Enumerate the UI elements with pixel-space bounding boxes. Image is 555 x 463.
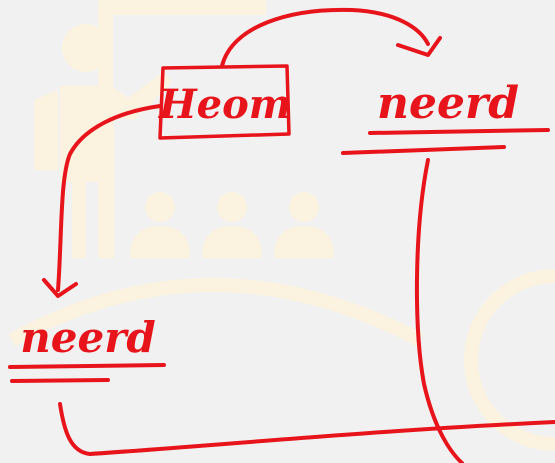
node-label-top-box: Heom	[158, 81, 291, 128]
connector-bottom	[58, 402, 555, 456]
underline-left-2	[10, 378, 110, 383]
arrowhead-left	[42, 278, 78, 298]
underline-left	[8, 363, 166, 369]
connector-right-down	[414, 158, 464, 463]
arrowhead-top-right	[396, 36, 442, 57]
node-label-left: neerd	[20, 313, 155, 362]
classroom-presentation-icon	[34, 0, 334, 258]
watermark-arcs	[8, 269, 555, 451]
node-label-top-right: neerd	[377, 78, 519, 129]
underline-top-right-2	[341, 145, 506, 155]
connector-box-to-left	[56, 104, 162, 292]
underline-top-right	[368, 128, 550, 135]
box-outline	[158, 64, 291, 140]
connector-box-to-top-right	[220, 7, 430, 68]
